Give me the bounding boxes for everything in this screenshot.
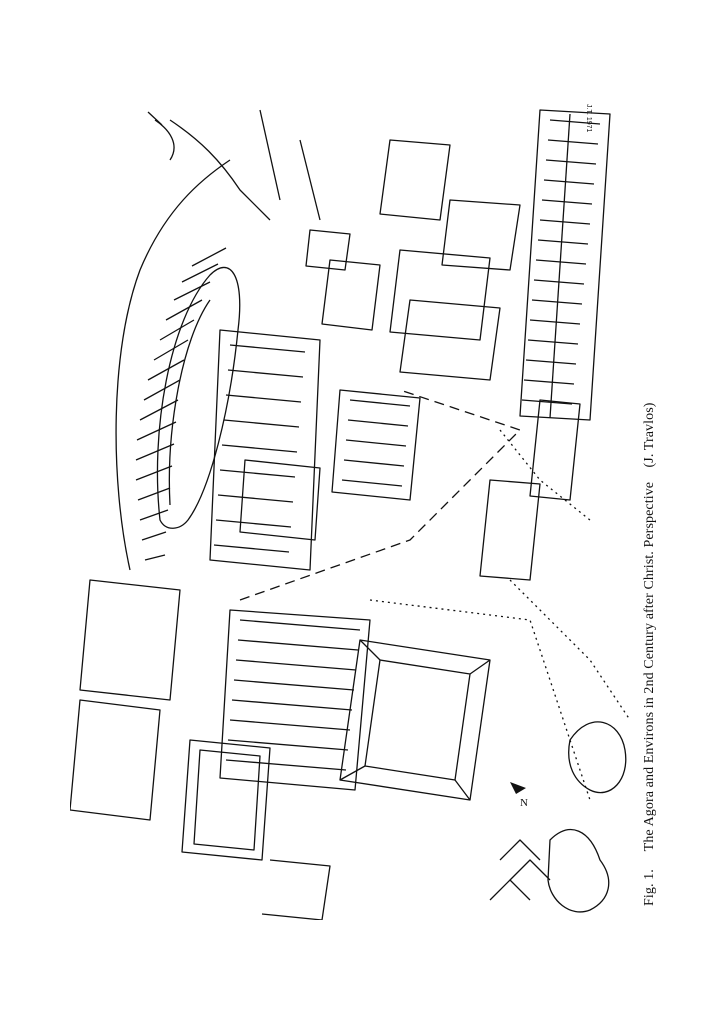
stoa-of-attalos	[519, 109, 611, 421]
north-label: N	[520, 797, 528, 809]
lower-right-foundations	[479, 399, 581, 581]
trees	[489, 721, 627, 913]
dotted-paths	[369, 429, 631, 801]
caption-text: The Agora and Environs in 2nd Century af…	[642, 481, 657, 852]
top-left-mound	[147, 111, 175, 161]
upper-right-buildings	[305, 139, 521, 381]
middle-stoa	[219, 609, 371, 791]
figure-caption: Fig. 1. The Agora and Environs in 2nd Ce…	[638, 226, 662, 906]
north-arrow: N	[510, 782, 528, 809]
caption-credit: (J. Travlos)	[642, 402, 657, 468]
agora-boundary	[239, 389, 521, 601]
central-buildings	[209, 329, 421, 571]
lower-left-buildings	[70, 579, 331, 920]
drawing-svg: N	[70, 109, 631, 920]
hill-hatching	[115, 159, 231, 571]
odeion-hall	[339, 639, 491, 801]
agora-perspective-drawing: N	[70, 100, 632, 920]
areopagus-oval	[156, 266, 241, 529]
caption-label: Fig. 1.	[642, 869, 657, 906]
roads	[169, 109, 321, 221]
artist-signature: J.T. 1971	[585, 104, 592, 133]
